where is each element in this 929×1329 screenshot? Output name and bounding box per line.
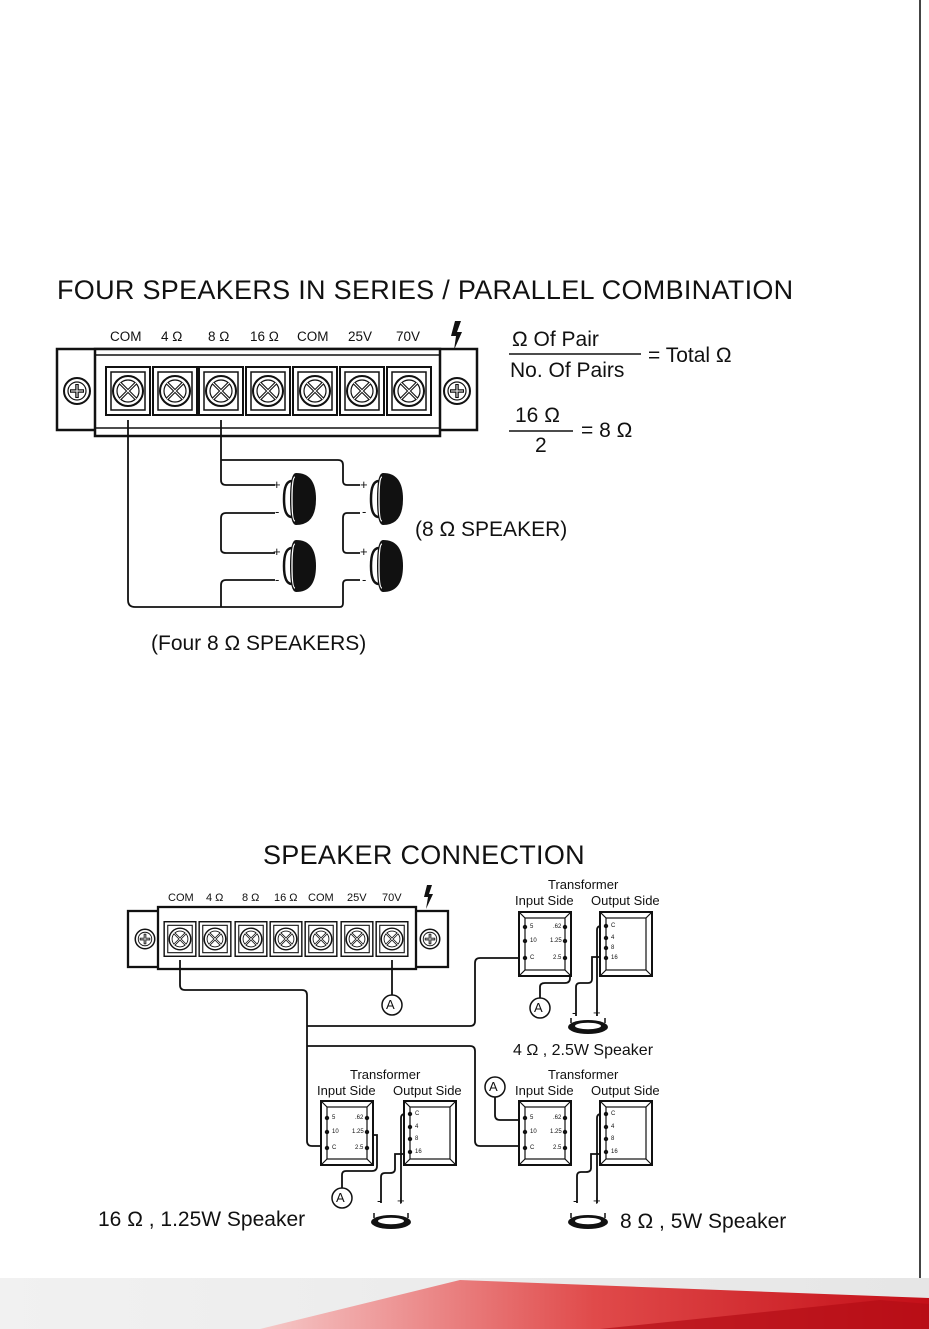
s2-terminal-com2: COM [308, 892, 334, 904]
tap-in-10-right: 10 [530, 1129, 537, 1135]
tap-w-25-top: 2.5 [553, 955, 562, 961]
s2-terminal-4ohm: 4 Ω [206, 892, 224, 904]
polarity-plus-4: + [360, 544, 368, 559]
tap-in-c-left: C [332, 1145, 337, 1151]
tap-w-25-right: 2.5 [553, 1145, 562, 1151]
tap-out-4-right: 4 [611, 1124, 615, 1130]
tap-out-8-right: 8 [611, 1136, 615, 1142]
speaker-label: (8 Ω SPEAKER) [415, 518, 568, 541]
terminal-label-com: COM [110, 329, 142, 344]
tap-out-16-top: 16 [611, 955, 618, 961]
terminal-label-8ohm: 8 Ω [208, 329, 230, 344]
transformer-title-top: Transformer [548, 877, 619, 892]
example-denominator: 2 [535, 434, 547, 457]
speaker-caption-16ohm: 16 Ω , 1.25W Speaker [98, 1208, 306, 1231]
tap-out-16-left: 16 [415, 1149, 422, 1155]
formula-result: = Total Ω [648, 344, 732, 367]
tap-in-10-left: 10 [332, 1129, 339, 1135]
input-side-right: Input Side [515, 1083, 574, 1098]
terminal-strip-1 [55, 321, 479, 438]
input-side-left: Input Side [317, 1083, 376, 1098]
marker-a-4: A [336, 1190, 345, 1205]
s2-plus-left: + [397, 1193, 405, 1208]
tap-w-062-right: .62 [553, 1115, 562, 1121]
tap-w-125-right: 1.25 [550, 1129, 562, 1135]
tap-w-125-top: 1.25 [550, 938, 562, 944]
tap-in-c-right: C [530, 1145, 535, 1151]
output-side-right: Output Side [591, 1083, 660, 1098]
s2-plus-right: + [593, 1193, 601, 1208]
s2-terminal-8ohm: 8 Ω [242, 892, 260, 904]
tap-out-c-top: C [611, 923, 616, 929]
section2-title: SPEAKER CONNECTION [263, 840, 585, 870]
s2-minus-left: - [377, 1193, 382, 1208]
tap-out-4-left: 4 [415, 1124, 419, 1130]
polarity-minus-1: - [275, 504, 280, 519]
polarity-plus-3: + [360, 477, 368, 492]
tap-w-125-left: 1.25 [352, 1129, 364, 1135]
marker-a-1: A [386, 997, 395, 1012]
s2-terminal-16ohm: 16 Ω [274, 892, 298, 904]
tap-in-5-top: 5 [530, 924, 534, 930]
s2-plus-top: + [593, 1005, 601, 1020]
s2-terminal-com: COM [168, 892, 194, 904]
terminal-strip-2 [126, 885, 450, 971]
polarity-plus-2: + [273, 544, 281, 559]
terminal-label-4ohm: 4 Ω [161, 329, 183, 344]
s2-minus-right: - [573, 1193, 578, 1208]
marker-a-2: A [534, 1000, 543, 1015]
terminal-label-25v: 25V [348, 329, 373, 344]
s2-terminal-70v: 70V [382, 892, 402, 904]
transformer-title-right: Transformer [548, 1067, 619, 1082]
series-parallel-wiring [127, 420, 360, 608]
tap-in-5-right: 5 [530, 1115, 534, 1121]
transformer-title-left: Transformer [350, 1067, 421, 1082]
formula-denominator: No. Of Pairs [510, 359, 625, 382]
output-side-top: Output Side [591, 893, 660, 908]
speaker-caption-8ohm: 8 Ω , 5W Speaker [620, 1210, 787, 1233]
terminal-label-com2: COM [297, 329, 329, 344]
polarity-minus-4: - [362, 572, 367, 587]
speaker-caption-4ohm: 4 Ω , 2.5W Speaker [513, 1042, 654, 1059]
marker-circles [331, 994, 551, 1209]
tap-out-8-top: 8 [611, 945, 615, 951]
tap-out-8-left: 8 [415, 1136, 419, 1142]
example-numerator: 16 Ω [515, 404, 560, 427]
marker-a-3: A [489, 1079, 498, 1094]
input-side-top: Input Side [515, 893, 574, 908]
formula-numerator: Ω Of Pair [512, 328, 599, 351]
tap-w-062-top: .62 [553, 924, 562, 930]
section1-title: FOUR SPEAKERS IN SERIES / PARALLEL COMBI… [57, 275, 794, 305]
s2-minus-top: - [572, 1005, 577, 1020]
s2-terminal-25v: 25V [347, 892, 367, 904]
transformer-taps [324, 923, 609, 1155]
polarity-minus-3: - [362, 504, 367, 519]
polarity-minus-2: - [275, 572, 280, 587]
output-side-left: Output Side [393, 1083, 462, 1098]
tap-in-5-left: 5 [332, 1115, 336, 1121]
tap-w-062-left: .62 [355, 1115, 364, 1121]
polarity-plus-1: + [273, 477, 281, 492]
tap-out-c-right: C [611, 1111, 616, 1117]
tap-out-c-left: C [415, 1111, 420, 1117]
example-result: = 8 Ω [581, 419, 633, 442]
tap-out-16-right: 16 [611, 1149, 618, 1155]
footer-band [0, 1278, 929, 1329]
terminal-label-16ohm: 16 Ω [250, 329, 279, 344]
tap-in-c-top: C [530, 955, 535, 961]
section1-caption: (Four 8 Ω SPEAKERS) [151, 632, 367, 655]
tap-in-10-top: 10 [530, 938, 537, 944]
tap-out-4-top: 4 [611, 935, 615, 941]
tap-w-25-left: 2.5 [355, 1145, 364, 1151]
terminal-label-70v: 70V [396, 329, 421, 344]
